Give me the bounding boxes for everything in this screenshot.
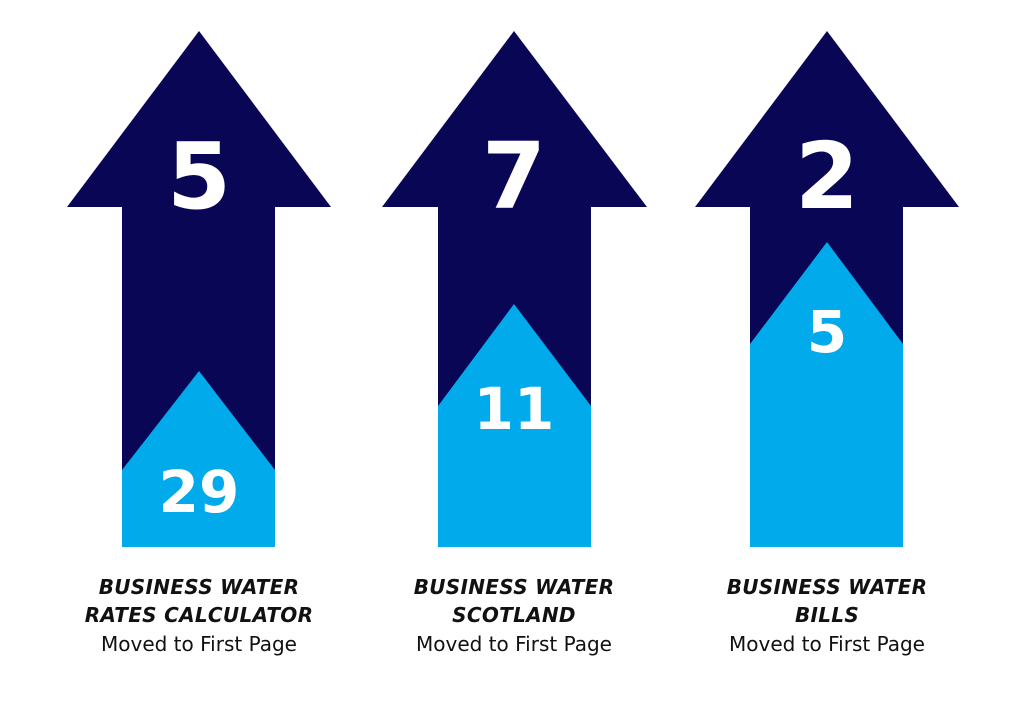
keyword-line1-3: BUSINESS WATER [726,575,928,599]
status-3: Moved to First Page [729,632,925,656]
light-arrow-1 [122,371,275,547]
light-arrow-3 [750,242,903,547]
previous-position-3: 2 [795,123,859,230]
previous-position-2: 7 [482,123,546,230]
previous-position-1: 5 [167,123,231,230]
new-position-3: 5 [807,298,847,366]
arrow-group-3: 2 5 [695,31,959,547]
keyword-line1-2: BUSINESS WATER [413,575,615,599]
caption-3: BUSINESS WATER BILLS Moved to First Page [682,573,972,659]
status-1: Moved to First Page [101,632,297,656]
caption-2: BUSINESS WATER SCOTLAND Moved to First P… [369,573,659,659]
dark-arrow-1 [67,31,331,547]
status-2: Moved to First Page [416,632,612,656]
keyword-line1-1: BUSINESS WATER [98,575,300,599]
light-arrow-2 [438,304,591,547]
keyword-line2-2: SCOTLAND [452,603,576,627]
arrow-group-2: 7 11 [382,31,647,547]
caption-1: BUSINESS WATER RATES CALCULATOR Moved to… [54,573,344,659]
keyword-line2-3: BILLS [794,603,860,627]
arrow-group-1: 5 29 [67,31,331,547]
new-position-2: 11 [474,375,555,443]
new-position-1: 29 [159,458,240,526]
keyword-line2-1: RATES CALCULATOR [84,603,314,627]
